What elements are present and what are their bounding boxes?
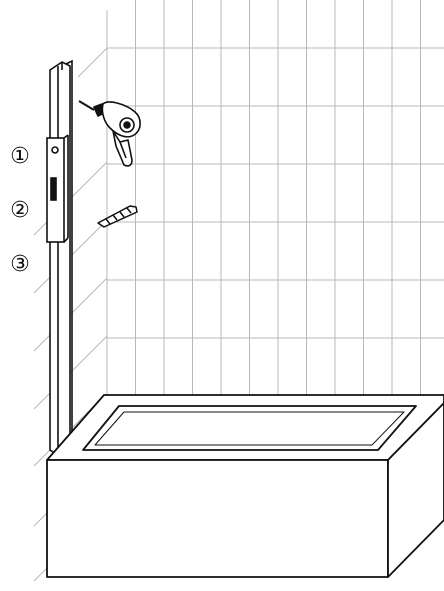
bathtub-icon (47, 395, 444, 577)
bracket-screw-icon (52, 147, 58, 153)
callout-labels: ① ② ③ (10, 144, 30, 277)
callout-3: ③ (10, 252, 30, 277)
shower-slide-rail-icon (50, 61, 72, 455)
screw-anchor-icon (98, 206, 137, 227)
power-drill-icon (79, 101, 140, 166)
callout-1: ① (10, 144, 30, 169)
bracket-slot (51, 178, 56, 200)
callout-2: ② (10, 198, 30, 223)
tile-wall (107, 0, 444, 395)
